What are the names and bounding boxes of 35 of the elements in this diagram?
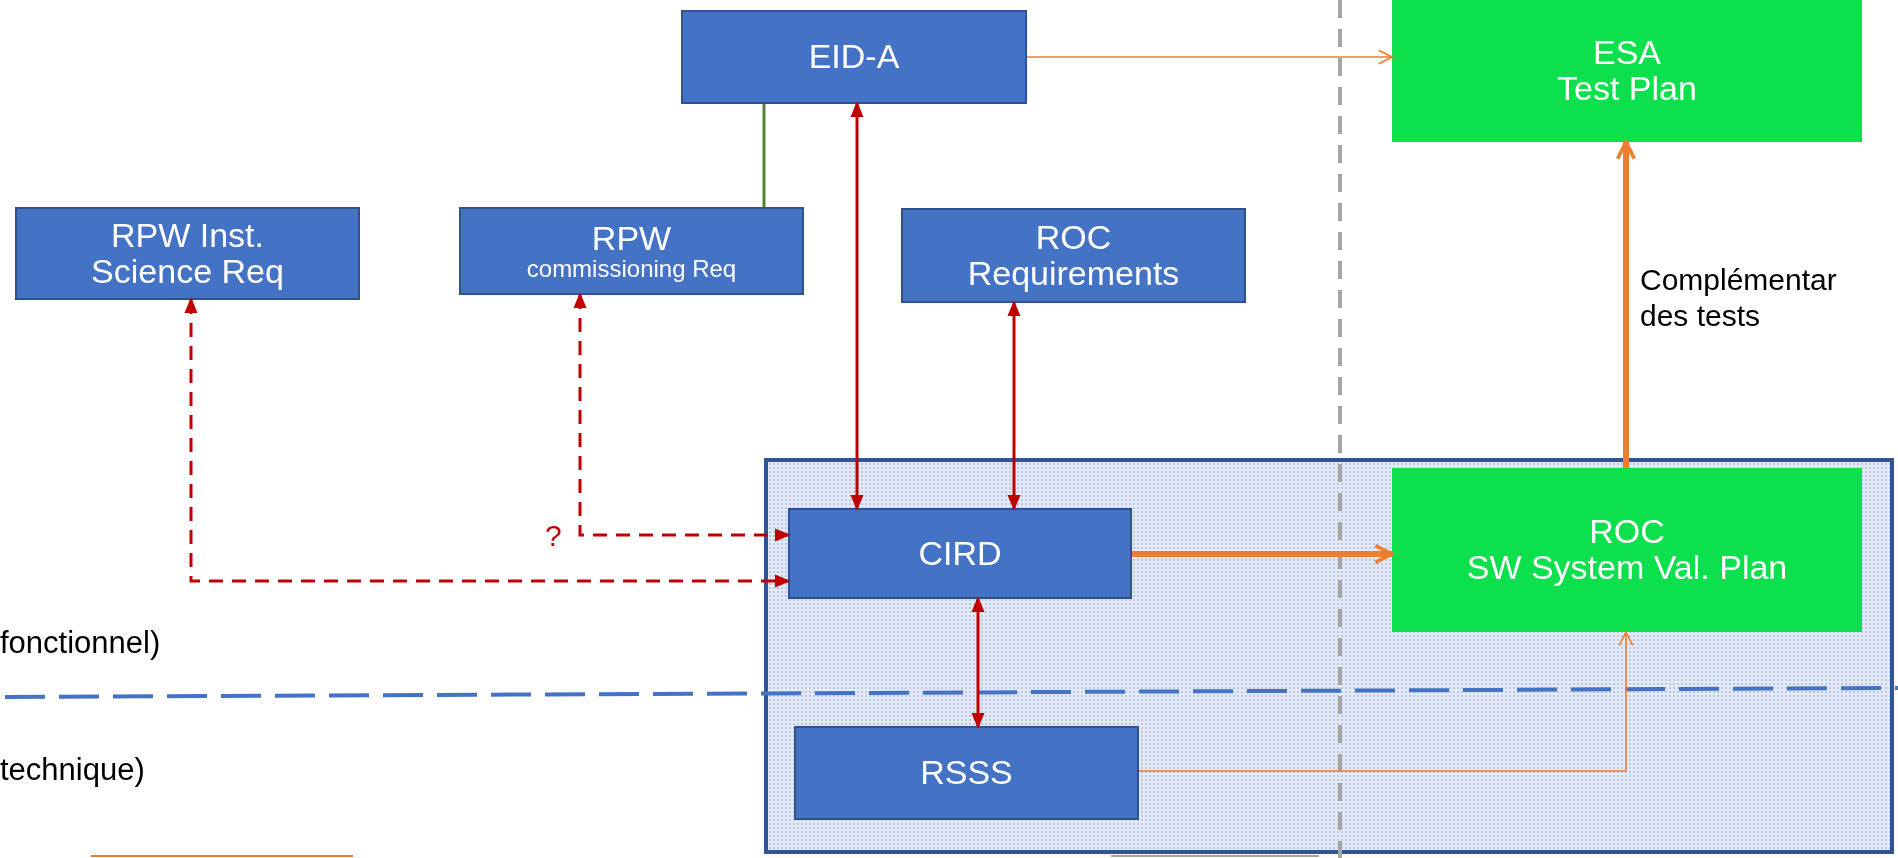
process-box xyxy=(788,508,1132,599)
box-label: RPW xyxy=(591,220,672,257)
group-frame xyxy=(764,458,1894,854)
box-label: EID-A xyxy=(808,39,900,75)
edge-label: Complémentar des tests xyxy=(1640,262,1838,334)
side-label: fonctionnel) xyxy=(0,625,161,661)
arrow xyxy=(573,292,791,542)
arrow xyxy=(1007,300,1021,511)
process-box xyxy=(681,10,1027,104)
box-label: RPW Inst. xyxy=(111,217,264,254)
arrow xyxy=(1615,140,1637,468)
arrow xyxy=(971,596,985,729)
box-label: SW System Val. Plan xyxy=(1466,550,1788,586)
process-box xyxy=(1392,468,1862,632)
process-box xyxy=(15,207,360,300)
box-label: ROC xyxy=(1589,514,1665,550)
process-box xyxy=(901,208,1246,303)
arrow xyxy=(1138,631,1634,772)
arrow xyxy=(184,297,791,588)
box-label: ESA xyxy=(1592,35,1661,71)
box-label: CIRD xyxy=(918,535,1002,572)
connector-line xyxy=(762,104,766,207)
process-box xyxy=(459,207,804,295)
arrow xyxy=(1132,543,1394,565)
box-label: ROC xyxy=(1035,219,1112,256)
process-box xyxy=(794,726,1139,820)
box-label: Requirements xyxy=(967,255,1180,292)
arrow xyxy=(850,101,864,511)
arrow xyxy=(1026,49,1393,65)
box-label: commissioning Req xyxy=(526,256,737,282)
box-label: Test Plan xyxy=(1557,71,1697,107)
side-label: technique) xyxy=(0,752,145,788)
box-label: Science Req xyxy=(91,253,284,290)
process-box xyxy=(1392,0,1862,142)
box-label: RSSS xyxy=(920,755,1013,791)
